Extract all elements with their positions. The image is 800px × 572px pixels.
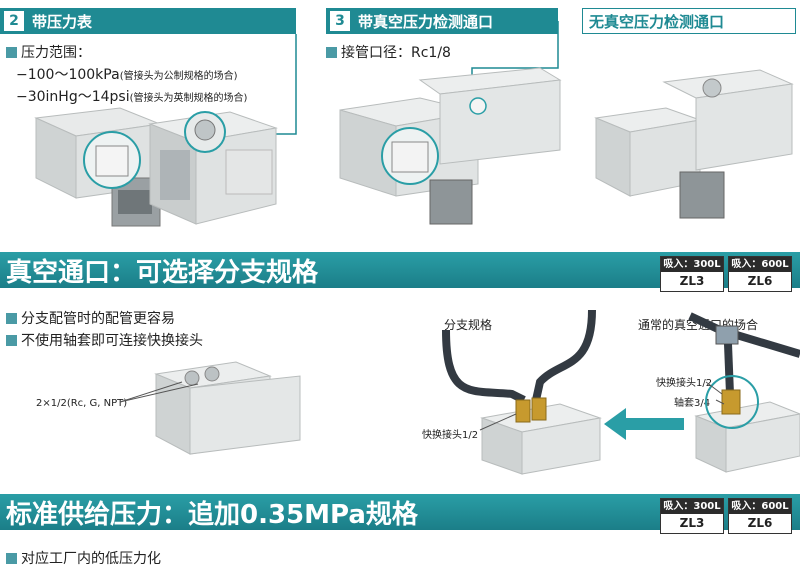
branch-bullet-2: 不使用轴套即可连接快换接头 (6, 330, 203, 350)
model-name: ZL6 (747, 516, 773, 530)
pressure-range-imperial-note: (管接头为英制规格的场合) (129, 93, 248, 104)
pressure-range-imperial: −30inHg～14psi(管接头为英制规格的场合) (16, 86, 247, 106)
branch-bullet-2-text: 不使用轴套即可连接快换接头 (21, 333, 203, 349)
model-name: ZL3 (679, 516, 705, 530)
model-badge-zl6: 吸入：600L ZL6 (728, 256, 792, 292)
fitting-icon (515, 399, 531, 423)
bushing-icon (721, 389, 741, 415)
pressure-range-bullet: 压力范围： (6, 42, 91, 62)
fitting-label-right: 快换接头1/2 (656, 378, 713, 389)
pressure-range-label: 压力范围： (21, 45, 91, 61)
branch-illustrations (119, 309, 800, 475)
model-suction: 吸入：300L (661, 257, 723, 272)
bushing-highlight-circle (705, 375, 759, 429)
port-block-icon (391, 141, 429, 173)
pressure-range-metric-value: −100～100kPa (16, 67, 120, 83)
model-badge-zl6: 吸入：600L ZL6 (728, 498, 792, 534)
port-size-label: 接管口径：Rc1/8 (341, 45, 451, 61)
ejector-unit-branch (154, 361, 301, 455)
section-no-port-title: 无真空压力检测通口 (589, 12, 725, 31)
branch-bullet-1-text: 分支配管时的配管更容易 (21, 311, 175, 327)
port-detail-circle (469, 97, 487, 115)
model-badge-zl3: 吸入：300L ZL3 (660, 256, 724, 292)
section-2-title: 带压力表 (32, 12, 93, 31)
gauge-icon (95, 145, 129, 177)
model-suction: 吸入：600L (729, 499, 791, 514)
tee-fitting-icon (715, 325, 739, 345)
section-3-tab: 3 带真空压力检测通口 (326, 8, 558, 34)
model-suction: 吸入：300L (661, 499, 723, 514)
section-3-number: 3 (330, 11, 350, 31)
ejector-unit-normal (694, 401, 800, 473)
pressure-bullet: 对应工厂内的低压力化 (6, 548, 161, 568)
pressure-range-metric: −100～100kPa(管接头为公制规格的场合) (16, 64, 238, 84)
section-no-port-tab: 无真空压力检测通口 (582, 8, 796, 34)
bullet-marker (6, 334, 17, 346)
ejector-unit-no-port (594, 69, 794, 219)
top-product-illustrations (34, 21, 794, 227)
model-suction: 吸入：600L (729, 257, 791, 272)
pressure-range-metric-note: (管接头为公制规格的场合) (119, 71, 238, 82)
pressure-bullet-text: 对应工厂内的低压力化 (21, 551, 161, 567)
ejector-unit-port (339, 67, 562, 225)
branch-bullet-1: 分支配管时的配管更容易 (6, 308, 175, 328)
fitting-icon (531, 397, 547, 421)
bullet-marker (6, 46, 17, 58)
bushing-label: 轴套3/4 (674, 398, 711, 409)
fitting-label-left: 快换接头1/2 (422, 430, 479, 441)
model-badge-zl3: 吸入：300L ZL3 (660, 498, 724, 534)
supply-pressure-banner-title: 标准供给压力：追加0.35MPa规格 (6, 499, 418, 530)
model-name: ZL3 (679, 274, 705, 288)
bullet-marker (6, 312, 17, 324)
port-size-callout: 2×1/2(Rc, G, NPT) (36, 398, 128, 409)
model-name: ZL6 (747, 274, 773, 288)
section-2-tab: 2 带压力表 (0, 8, 296, 34)
section-3-title: 带真空压力检测通口 (358, 12, 494, 31)
branch-spec-title: 分支规格 (444, 318, 493, 332)
gauge-dial-icon (194, 119, 216, 141)
pressure-range-imperial-value: −30inHg～14psi (16, 89, 130, 105)
section-2-number: 2 (4, 11, 24, 31)
compare-arrow-icon (604, 408, 684, 440)
bullet-marker (326, 46, 337, 58)
bullet-marker (6, 552, 17, 564)
branch-spec-banner-title: 真空通口：可选择分支规格 (6, 257, 319, 288)
port-size-bullet: 接管口径：Rc1/8 (326, 42, 451, 62)
